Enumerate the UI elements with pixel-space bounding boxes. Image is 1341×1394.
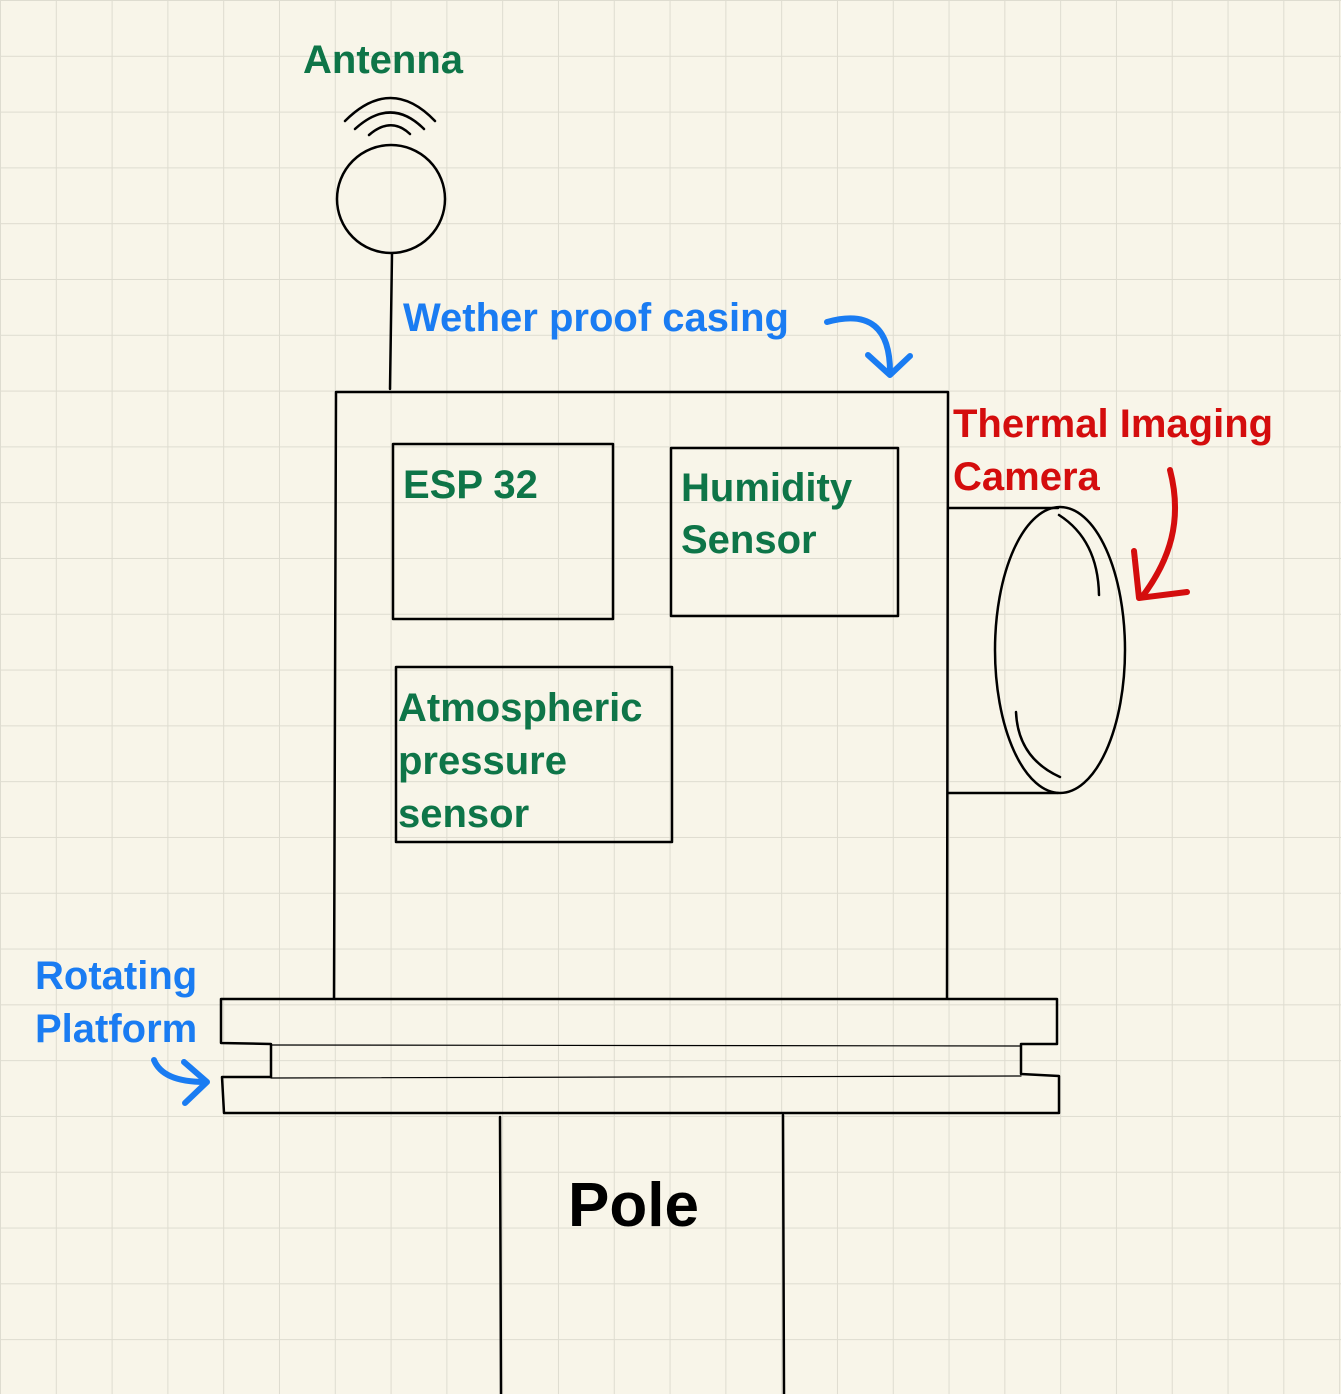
humidity-sensor-label-line-2: Sensor <box>681 518 817 562</box>
rotating-platform-label: Rotating Platform <box>35 950 197 1056</box>
thermal-camera-icon <box>946 505 1127 795</box>
antenna-icon <box>335 96 447 391</box>
pressure-sensor-box <box>394 665 674 844</box>
pole-drawing <box>498 1113 786 1394</box>
pole-label: Pole <box>568 1171 699 1240</box>
thermal-arrow-icon <box>1131 467 1190 601</box>
antenna-label: Antenna <box>303 38 463 82</box>
pressure-sensor-label-line-3: sensor <box>398 792 530 836</box>
thermal-camera-label: Thermal Imaging Camera <box>953 398 1273 504</box>
rotating-platform-drawing <box>219 997 1061 1115</box>
platform-arrow-icon <box>151 1057 210 1106</box>
pressure-sensor-label: Atmospheric pressure sensor <box>398 682 643 841</box>
pressure-sensor-label-line-2: pressure <box>398 739 567 783</box>
rotating-platform-label-line-2: Platform <box>35 1007 198 1051</box>
humidity-sensor-label: Humidity Sensor <box>681 462 852 566</box>
pressure-sensor-label-line-1: Atmospheric <box>398 686 643 730</box>
casing-label: Wether proof casing <box>403 296 789 340</box>
esp32-box <box>391 442 615 621</box>
humidity-sensor-box <box>669 446 900 618</box>
casing-arrow-icon <box>824 315 913 378</box>
rotating-platform-label-line-1: Rotating <box>35 954 198 998</box>
casing-outline <box>332 390 950 1000</box>
humidity-sensor-label-line-1: Humidity <box>681 466 853 510</box>
thermal-camera-label-line-1: Thermal Imaging <box>953 402 1274 446</box>
thermal-camera-label-line-2: Camera <box>953 455 1100 499</box>
esp32-label: ESP 32 <box>403 463 538 507</box>
